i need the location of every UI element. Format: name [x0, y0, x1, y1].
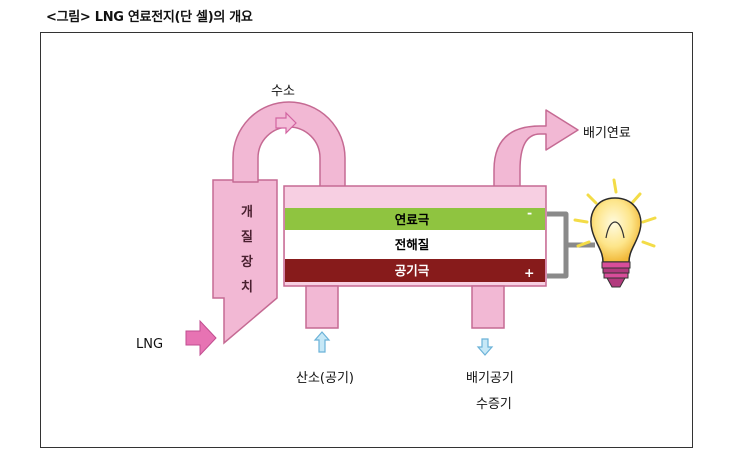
water-vapor-label: 수증기: [476, 397, 512, 412]
plus-sign: +: [524, 265, 534, 280]
diagram-frame: [40, 32, 693, 448]
electrolyte-label: 전해질: [395, 237, 430, 252]
reformer-label-1: 개: [241, 205, 253, 220]
exhaust-air-label: 배기공기: [466, 371, 514, 386]
exhaust-air-pipe: [471, 285, 505, 329]
oxygen-air-label: 산소(공기): [296, 371, 354, 386]
exhaust-fuel-pipe: [493, 109, 579, 195]
light-bulb-icon: [573, 178, 657, 288]
minus-sign: -: [527, 205, 532, 220]
air-electrode-layer: [285, 259, 545, 282]
fuel-electrode-label: 연료극: [395, 212, 430, 227]
reformer-label-2: 질: [241, 230, 253, 245]
exhaust-fuel-label: 배기연료: [583, 126, 631, 141]
lng-inlet-arrow: [185, 319, 217, 357]
oxygen-inlet-pipe: [305, 285, 339, 329]
hydrogen-label: 수소: [271, 84, 295, 99]
electrolyte-layer: [285, 230, 545, 259]
air-electrode-label: 공기극: [395, 263, 430, 278]
hydrogen-arch-pipe: [232, 101, 346, 194]
oxygen-up-arrow: [313, 331, 331, 353]
lng-label: LNG: [136, 337, 163, 352]
reformer-label-3: 장: [241, 254, 253, 270]
figure-caption: <그림> LNG 연료전지(단 셀)의 개요: [46, 10, 253, 25]
fuel-electrode-layer: [285, 208, 545, 230]
reformer-label-4: 치: [241, 279, 253, 295]
exhaust-air-down-arrow: [476, 338, 494, 356]
hydrogen-flow-arrow: [275, 111, 297, 135]
reformer-unit: [212, 179, 278, 345]
circuit-connector: [547, 211, 595, 279]
